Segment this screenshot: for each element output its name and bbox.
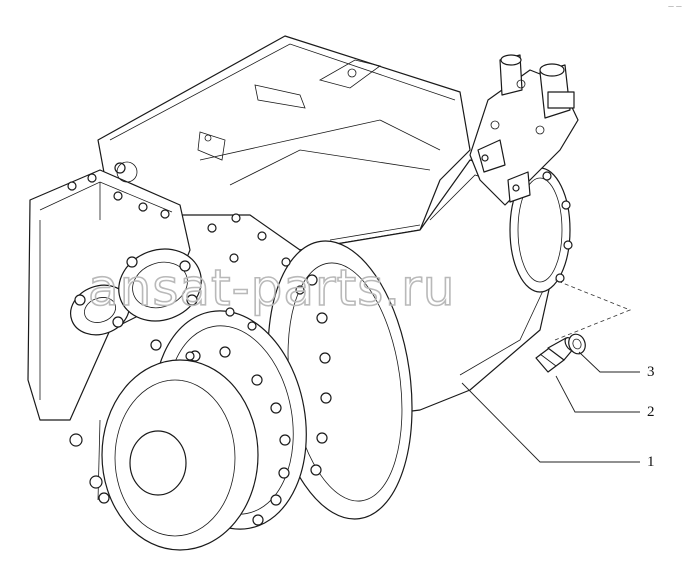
callout-3: 3 (647, 364, 655, 380)
front-disc-bolts (189, 346, 291, 526)
control-valve-block (469, 54, 579, 206)
housing-bolts-left (67, 161, 170, 219)
output-coupling (70, 248, 202, 351)
transmission-assembly (27, 35, 573, 551)
oil-port-lower (89, 475, 103, 489)
callout-2: 2 (647, 404, 655, 420)
drum-center-hub (129, 430, 187, 496)
housing-bolts-middle (185, 213, 305, 361)
bell-housing-bolts (306, 274, 332, 476)
leader-1 (461, 382, 640, 463)
leader-2 (555, 375, 640, 413)
callout-1: 1 (647, 454, 655, 470)
oil-port-upper (69, 433, 83, 447)
watermark: ansat-parts.ru (88, 259, 455, 317)
corner-mark: — — (668, 3, 682, 10)
leader-3 (578, 351, 640, 373)
assembly-axis-line (554, 279, 632, 341)
